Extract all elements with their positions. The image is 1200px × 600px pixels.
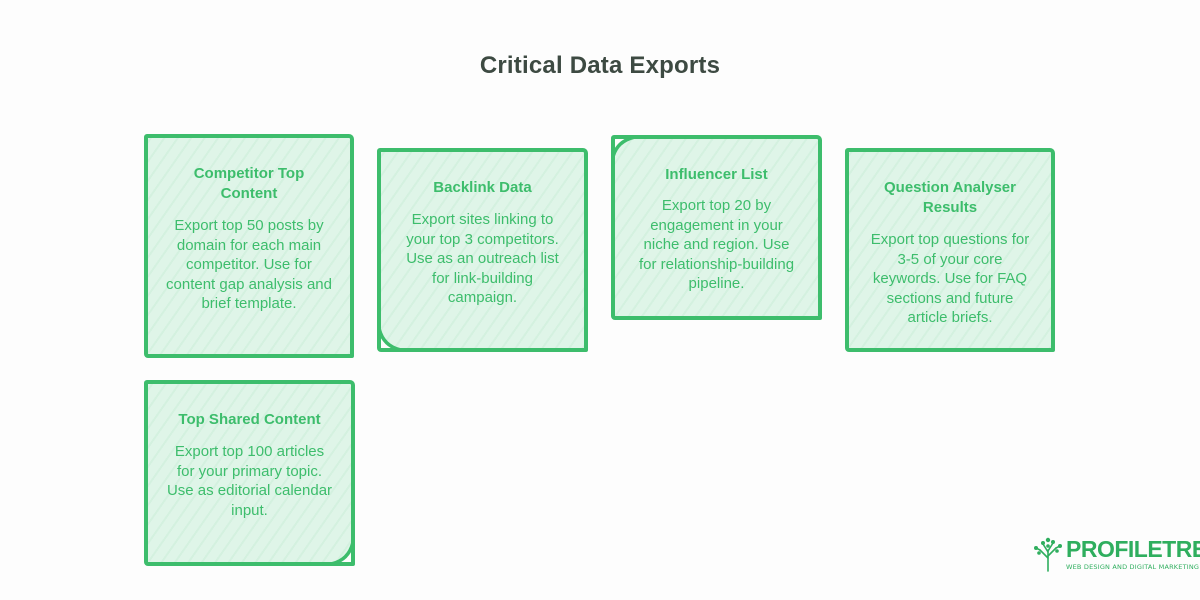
- card-body: Export top 100 articles for your primary…: [166, 443, 333, 519]
- card-title: Question Analyser Results: [884, 179, 1016, 216]
- card-body: Export top questions for 3-5 of your cor…: [870, 231, 1030, 326]
- page-curl-icon: [381, 328, 401, 348]
- logo-tagline: WEB DESIGN AND DIGITAL MARKETING: [1066, 563, 1200, 571]
- card-body: Export sites linking to your top 3 compe…: [406, 211, 559, 306]
- card-body: Export top 20 by engagement in your nich…: [638, 197, 795, 292]
- card-competitor-top-content: Competitor Top Content Export top 50 pos…: [144, 134, 354, 358]
- logo-name: PROFILETREE: [1066, 536, 1200, 562]
- page-title: Critical Data Exports: [479, 52, 721, 79]
- profiletree-logo: PROFILETREE WEB DESIGN AND DIGITAL MARKE…: [1032, 536, 1200, 576]
- card-influencer-list: Influencer List Export top 20 by engagem…: [611, 135, 822, 320]
- card-top-shared-content: Top Shared Content Export top 100 articl…: [144, 380, 355, 566]
- card-title: Top Shared Content: [178, 411, 321, 428]
- card-title: Influencer List: [665, 166, 768, 183]
- card-body: Export top 50 posts by domain for each m…: [166, 217, 332, 312]
- page-curl-icon: [331, 542, 351, 562]
- card-title: Backlink Data: [433, 179, 532, 196]
- tree-icon: [1034, 537, 1062, 572]
- card-title: Competitor Top Content: [193, 165, 305, 202]
- card-backlink-data: Backlink Data Export sites linking to yo…: [377, 148, 588, 352]
- page-curl-icon: [615, 139, 635, 157]
- card-question-analyser-results: Question Analyser Results Export top que…: [845, 148, 1055, 352]
